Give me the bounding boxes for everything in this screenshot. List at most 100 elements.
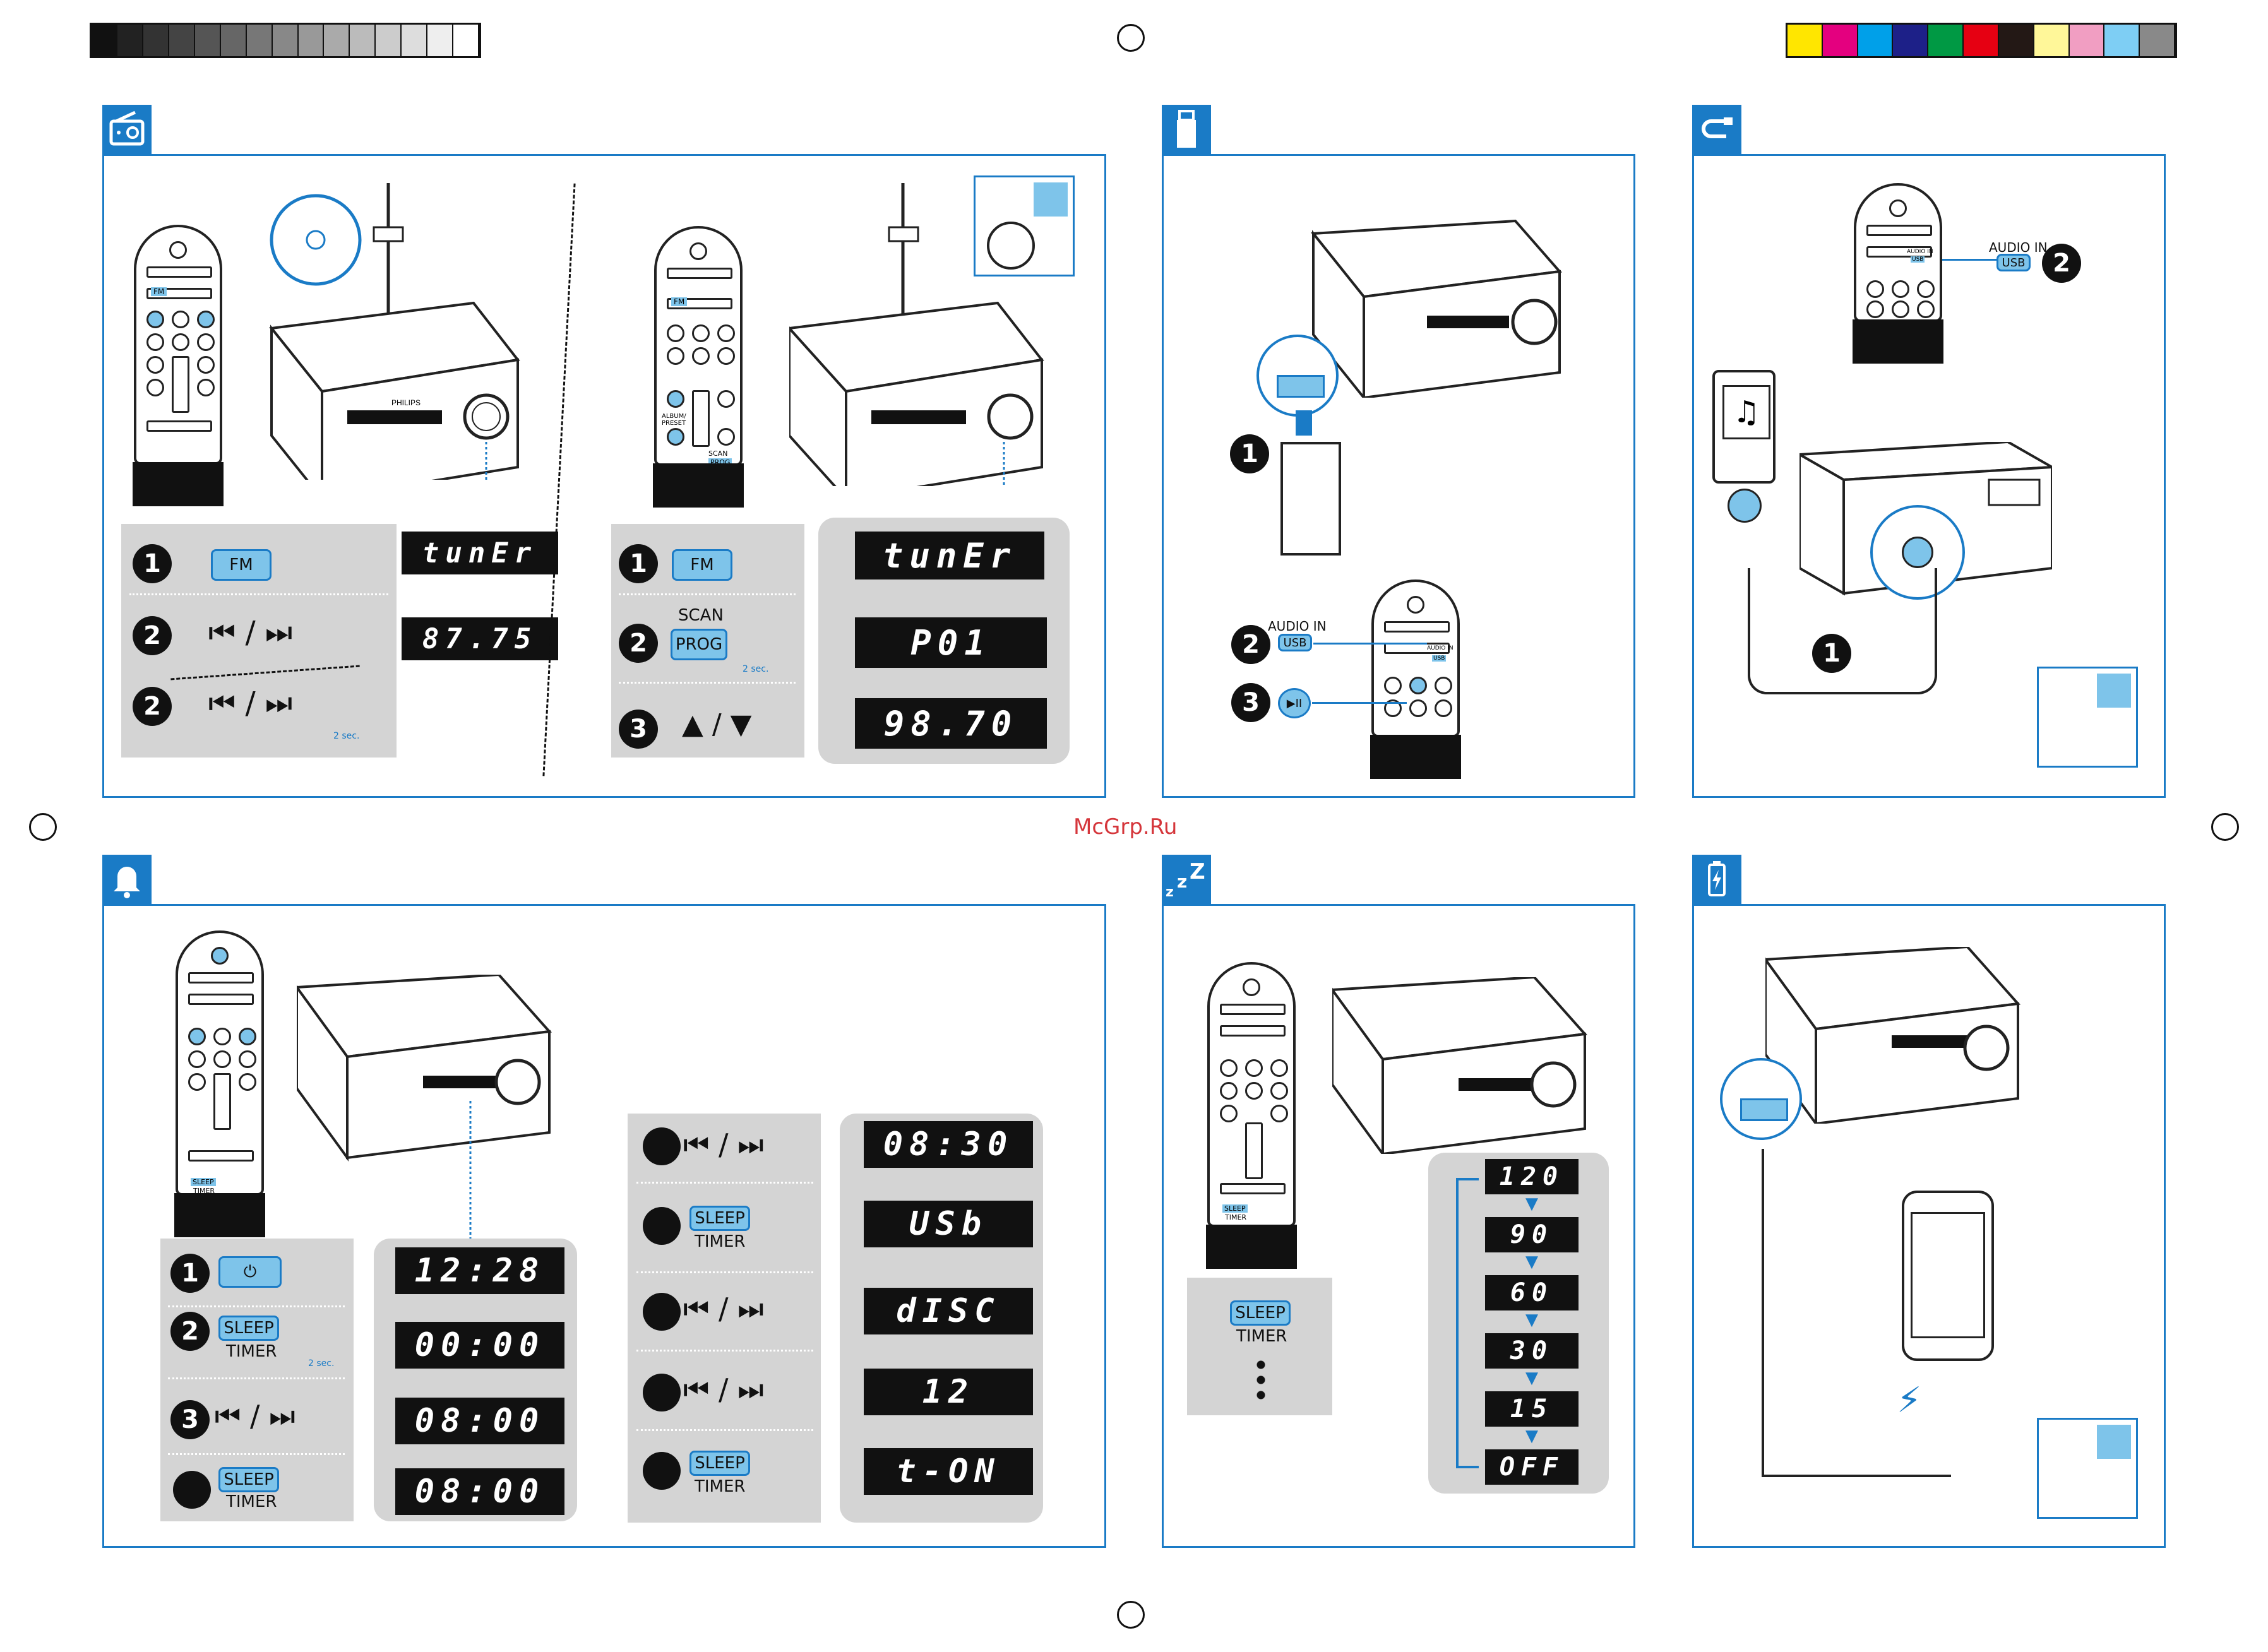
play-pause-button[interactable]: ▶II — [1278, 688, 1311, 718]
usb-stick-icon — [1177, 110, 1196, 148]
sleep-value-display: 120 — [1485, 1159, 1579, 1194]
remote-sleep-label: SLEEP — [191, 1178, 216, 1186]
prev-next-symbol[interactable]: ⏮ / ⏭ — [683, 1292, 764, 1326]
prev-next-symbol[interactable]: ⏮ / ⏭ — [215, 1399, 295, 1433]
usb-port-icon — [1740, 1098, 1788, 1121]
radio-icon — [109, 110, 145, 146]
audioin-remote: AUDIO IN USB — [1853, 183, 1943, 364]
insert-arrow-icon — [1296, 410, 1312, 436]
cart-icon — [1034, 182, 1068, 217]
smartphone — [1902, 1191, 1994, 1361]
sleep-value-display: 30 — [1485, 1333, 1579, 1369]
remote-timer-label: TIMER — [193, 1187, 215, 1195]
color-swatch — [1822, 25, 1858, 56]
grey-swatch — [402, 25, 428, 56]
audio-cable — [1748, 568, 1937, 694]
sleep-unit — [1332, 977, 1591, 1154]
timer-caption: TIMER — [226, 1342, 277, 1361]
sleep-value-display: 60 — [1485, 1275, 1579, 1310]
grey-swatch — [169, 25, 195, 56]
grey-swatch — [143, 25, 169, 56]
grey-swatch — [272, 25, 299, 56]
charge-cable — [1762, 1149, 1951, 1477]
color-swatch — [1928, 25, 1964, 56]
color-swatch — [2034, 25, 2070, 56]
grey-swatch — [246, 25, 273, 56]
prev-next-symbol[interactable]: ⏮ / ⏭ — [683, 1127, 764, 1162]
down-arrow-icon: ▼ — [1525, 1194, 1538, 1213]
step-num: 3 — [1231, 683, 1270, 722]
scan-label: SCAN — [708, 449, 728, 458]
remote-timer-label: TIMER — [1225, 1213, 1247, 1221]
more-dots — [1256, 1357, 1265, 1401]
watermark: McGrp.Ru — [1073, 814, 1178, 840]
fm-button[interactable]: FM — [211, 549, 272, 581]
usb-port-callout — [1256, 335, 1339, 417]
remote2-fm-label: FM — [671, 297, 688, 306]
prog-button[interactable]: PROG — [671, 629, 727, 660]
radio-panel-tab — [102, 105, 152, 154]
down-arrow-icon: ▼ — [1525, 1252, 1538, 1271]
sleep-timer-button[interactable]: SLEEP — [218, 1316, 279, 1341]
timer-caption: TIMER — [1236, 1327, 1287, 1346]
prev-next-symbol[interactable]: ⏮ / ⏭ — [683, 1372, 764, 1406]
battery-charge-icon — [1708, 861, 1726, 896]
remote-usb-label: USB — [1911, 256, 1925, 263]
registration-mark-right — [2211, 813, 2239, 841]
alarm-unit — [297, 975, 556, 1240]
color-swatch — [2140, 25, 2175, 56]
prev-next-symbol[interactable]: ⏮ / ⏭ — [208, 686, 293, 721]
sleep-value-display: OFF — [1485, 1449, 1579, 1485]
hold-2-sec: 2 sec. — [308, 1358, 335, 1369]
usb-source-button[interactable]: USB — [1278, 634, 1312, 651]
aux-jack-callout — [1870, 505, 1965, 600]
remote-audio-in-label: AUDIO IN — [1907, 249, 1933, 255]
down-arrow-icon: ▼ — [1525, 1369, 1538, 1388]
lcd-display: tunEr — [855, 532, 1044, 579]
remote-fm-label: FM — [151, 287, 167, 296]
alarm-panel-tab — [102, 855, 152, 904]
grey-swatch — [350, 25, 376, 56]
music-player: ♫ — [1712, 370, 1776, 484]
sleep-timer-button[interactable]: SLEEP — [218, 1467, 279, 1492]
prev-next-symbol[interactable]: ⏮ / ⏭ — [208, 615, 293, 650]
scan-caption: SCAN — [678, 606, 724, 625]
usb-source-button[interactable]: USB — [1996, 254, 2031, 271]
step-dot — [643, 1452, 681, 1490]
accessory-inset — [2037, 667, 2138, 768]
step-num: 2 — [170, 1312, 210, 1351]
color-swatch — [1964, 25, 1999, 56]
color-swatch — [1858, 25, 1894, 56]
grey-swatch — [324, 25, 350, 56]
remote-sleep-label: SLEEP — [1222, 1204, 1248, 1213]
sleep-timer-button[interactable]: SLEEP — [1230, 1300, 1291, 1326]
color-swatch — [1788, 25, 1823, 56]
power-button[interactable]: ⏻ — [218, 1256, 282, 1288]
grey-swatch — [92, 25, 117, 56]
color-swatch — [2069, 25, 2105, 56]
color-swatch — [2104, 25, 2140, 56]
step-num: 1 — [170, 1254, 210, 1293]
step-num: 2 — [619, 624, 658, 663]
up-down-symbol[interactable]: ▲ / ▼ — [682, 708, 752, 740]
usb-port-callout — [1720, 1058, 1802, 1140]
lcd-display: dISC — [864, 1288, 1033, 1334]
fm-button[interactable]: FM — [672, 549, 732, 581]
headphone-jack-icon — [1728, 489, 1762, 523]
sleep-timer-button[interactable]: SLEEP — [689, 1451, 750, 1476]
sleep-value-display: 90 — [1485, 1217, 1579, 1252]
sleep-timer-button[interactable]: SLEEP — [689, 1206, 750, 1231]
usb-port-icon — [1277, 375, 1325, 398]
sleep-values-box — [1428, 1153, 1609, 1494]
bell-icon — [114, 867, 140, 898]
svg-text:Z: Z — [1190, 859, 1205, 884]
lcd-display: tunEr — [402, 532, 558, 574]
grey-swatch — [376, 25, 402, 56]
step-dot — [643, 1207, 681, 1245]
usb-remote: AUDIO IN USB — [1370, 579, 1461, 779]
audio-in-caption: AUDIO IN — [1268, 619, 1327, 634]
sleep-value-display: 15 — [1485, 1391, 1579, 1427]
charge-unit — [1765, 947, 2024, 1124]
step-dot — [643, 1127, 681, 1165]
